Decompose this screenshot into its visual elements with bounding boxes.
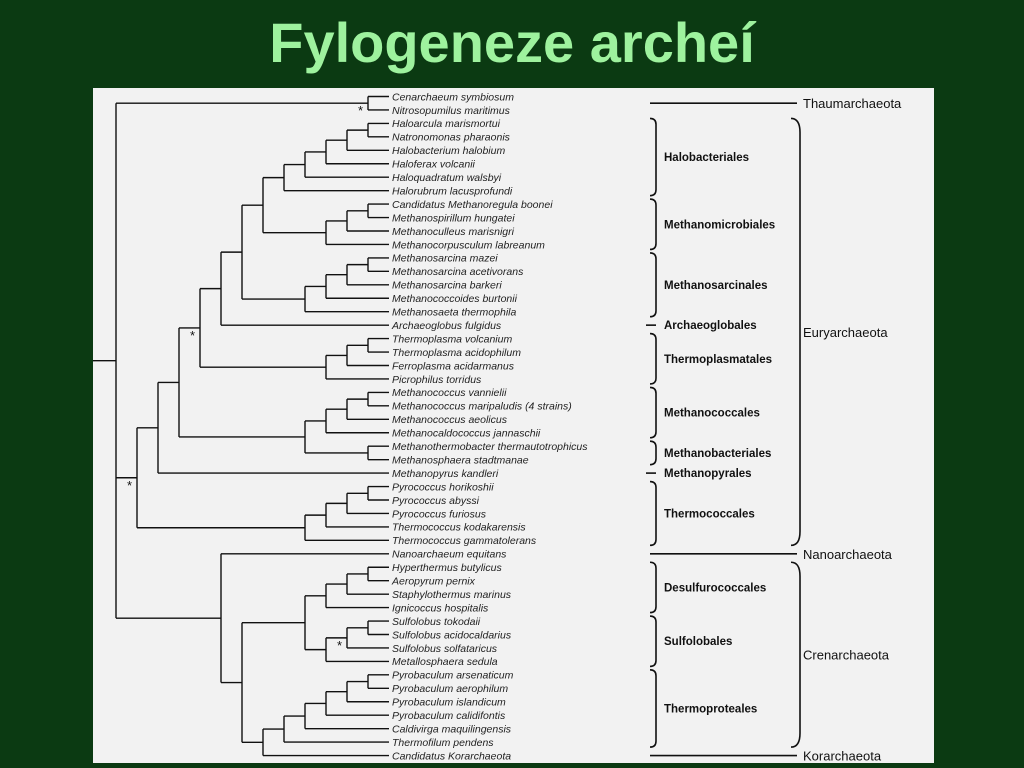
taxon-label: Methanoculleus marisnigri — [392, 226, 515, 238]
order-bracket — [649, 480, 657, 547]
taxon-label: Aeropyrum pernix — [391, 576, 476, 588]
phylum-label: Korarchaeota — [803, 749, 882, 763]
taxon-label: Methanosarcina acetivorans — [392, 266, 524, 278]
taxon-label: Halorubrum lacusprofundi — [392, 185, 513, 197]
taxon-label: Pyrococcus abyssi — [392, 495, 480, 507]
order-label: Methanococcales — [664, 408, 760, 420]
taxon-label: Methanospirillum hungatei — [392, 212, 515, 224]
order-label: Sulfolobales — [664, 636, 732, 648]
order-label: Methanosarcinales — [664, 280, 768, 292]
taxon-label: Methanothermobacter thermautotrophicus — [392, 441, 588, 453]
order-label: Methanomicrobiales — [664, 219, 775, 231]
taxon-label: Methanosaeta thermophila — [392, 307, 516, 319]
taxon-label: Caldivirga maquilingensis — [392, 723, 512, 735]
order-bracket — [649, 332, 657, 385]
order-bracket — [649, 198, 657, 251]
taxon-label: Sulfolobus acidocaldarius — [392, 629, 512, 641]
taxon-label: Pyrobaculum arsenaticum — [392, 670, 514, 682]
taxon-label: Methanosarcina mazei — [392, 253, 498, 265]
taxon-label: Halobacterium halobium — [392, 145, 505, 157]
taxon-label: Thermofilum pendens — [392, 737, 494, 749]
support-marker: * — [337, 638, 342, 653]
phylum-label: Nanoarchaeota — [803, 547, 893, 562]
order-label: Thermoproteales — [664, 703, 757, 715]
phylum-bracket — [790, 561, 801, 748]
taxon-label: Haloarcula marismortui — [392, 118, 501, 130]
taxon-label: Pyrobaculum islandicum — [392, 697, 506, 709]
order-bracket — [649, 252, 657, 318]
taxon-label: Methanococcus vannielii — [392, 387, 507, 399]
taxon-label: Sulfolobus tokodaii — [392, 616, 481, 628]
order-bracket — [649, 440, 657, 466]
order-bracket — [649, 615, 657, 668]
taxon-label: Methanococcus maripaludis (4 strains) — [392, 401, 572, 413]
taxon-label: Methanococcus aeolicus — [392, 414, 508, 426]
taxon-label: Methanocaldococcus jannaschii — [392, 428, 541, 440]
slide-title: Fylogeneze archeí — [269, 11, 755, 74]
taxon-label: Archaeoglobus fulgidus — [391, 320, 502, 332]
phylum-label: Crenarchaeota — [803, 648, 890, 663]
order-label: Halobacteriales — [664, 152, 749, 164]
order-bracket — [649, 386, 657, 439]
taxon-label: Pyrobaculum calidifontis — [392, 710, 506, 722]
support-marker: * — [358, 103, 363, 118]
taxon-label: Haloferax volcanii — [392, 159, 476, 171]
order-label: Desulfurococcales — [664, 582, 766, 594]
taxon-label: Haloquadratum walsbyi — [392, 172, 502, 184]
taxon-label: Methanococcoides burtonii — [392, 293, 518, 305]
phylum-label: Euryarchaeota — [803, 325, 888, 340]
taxon-label: Methanosarcina barkeri — [392, 280, 502, 292]
order-label: Methanopyrales — [664, 468, 752, 480]
support-marker: * — [127, 478, 132, 493]
taxon-label: Pyrobaculum aerophilum — [392, 683, 508, 695]
taxon-label: Nanoarchaeum equitans — [392, 549, 507, 561]
taxon-label: Cenarchaeum symbiosum — [392, 91, 514, 103]
taxon-label: Sulfolobus solfataricus — [392, 643, 498, 655]
taxon-label: Ferroplasma acidarmanus — [392, 360, 515, 372]
taxon-label: Metallosphaera sedula — [392, 656, 498, 668]
taxon-label: Methanosphaera stadtmanae — [392, 454, 529, 466]
taxon-label: Thermococcus gammatolerans — [392, 535, 537, 547]
taxon-label: Methanopyrus kandleri — [392, 468, 499, 480]
taxon-label: Candidatus Korarchaeota — [392, 750, 511, 762]
taxon-label: Picrophilus torridus — [392, 374, 482, 386]
phylum-bracket — [790, 117, 801, 547]
taxon-label: Thermoplasma volcanium — [392, 333, 512, 345]
order-bracket — [649, 561, 657, 614]
taxon-label: Thermoplasma acidophilum — [392, 347, 521, 359]
taxon-label: Staphylothermus marinus — [392, 589, 512, 601]
support-marker: * — [190, 328, 195, 343]
taxon-label: Pyrococcus furiosus — [392, 508, 487, 520]
order-bracket — [649, 117, 657, 197]
order-label: Thermoplasmatales — [664, 354, 772, 366]
taxon-label: Thermococcus kodakarensis — [392, 522, 526, 534]
taxon-label: Methanocorpusculum labreanum — [392, 239, 545, 251]
order-label: Methanobacteriales — [664, 448, 771, 460]
order-bracket — [649, 669, 657, 748]
phylum-label: Thaumarchaeota — [803, 96, 902, 111]
taxon-label: Candidatus Methanoregula boonei — [392, 199, 553, 211]
taxon-label: Natronomonas pharaonis — [392, 132, 511, 144]
taxon-label: Pyrococcus horikoshii — [392, 481, 494, 493]
order-label: Thermococcales — [664, 508, 755, 520]
order-label: Archaeoglobales — [664, 320, 757, 332]
taxon-label: Ignicoccus hospitalis — [392, 602, 489, 614]
taxon-label: Nitrosopumilus maritimus — [392, 105, 511, 117]
taxon-label: Hyperthermus butylicus — [392, 562, 502, 574]
